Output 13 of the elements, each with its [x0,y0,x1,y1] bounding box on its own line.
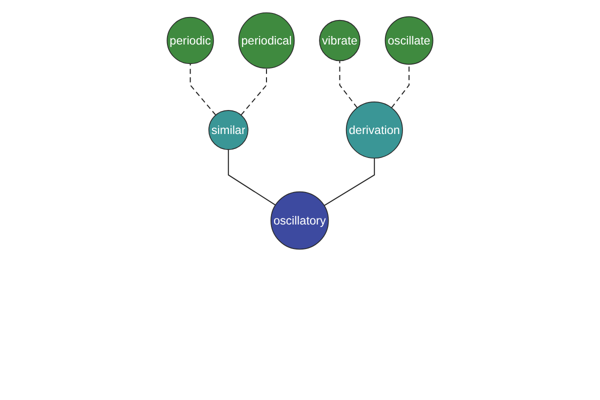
node-circle: similar [208,110,248,150]
node-circle: vibrate [319,20,360,62]
node-circle: oscillate [384,16,434,65]
node-circle: oscillatory [270,191,329,250]
connector [228,150,276,206]
connector [240,68,267,116]
node-circle: periodic [166,16,214,64]
connector [190,64,216,116]
connector [339,60,358,108]
connector [391,64,410,108]
node-circle: derivation [346,102,403,159]
connector [324,158,375,206]
node-circle: periodical [238,12,295,69]
